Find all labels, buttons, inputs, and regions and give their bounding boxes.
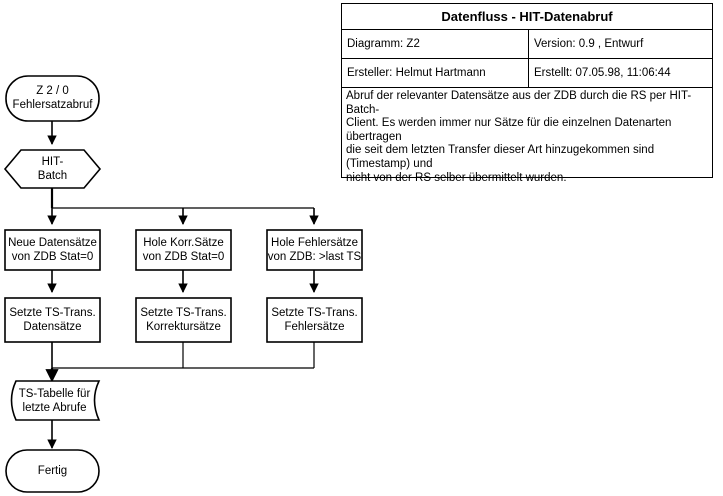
- node-hexagon-hit-batch[interactable]: [3, 149, 102, 189]
- legend-cell-erstellt: Erstellt: 07.05.98, 11:06:44: [534, 67, 671, 79]
- node-setze-ts-trans-fehlersaetze[interactable]: [266, 297, 363, 343]
- node-start-fehlersatzabruf[interactable]: [5, 75, 100, 122]
- node-end-fertig[interactable]: [5, 449, 100, 493]
- node-fetch-neue-datensaetze[interactable]: [4, 229, 101, 271]
- legend-description-line4: nicht von der RS selber übermittelt wurd…: [346, 171, 567, 184]
- node-fetch-hole-korr-saetze[interactable]: [135, 229, 232, 271]
- node-store-ts-tabelle[interactable]: [10, 380, 101, 421]
- legend-cell-diagramm: Diagramm: Z2: [342, 30, 529, 58]
- legend-description-line3: die seit dem letzten Transfer dieser Art…: [346, 144, 655, 170]
- node-setze-ts-trans-korrektursaetze[interactable]: [135, 297, 232, 343]
- node-fetch-hole-fehlersaetze[interactable]: [266, 229, 363, 271]
- node-setze-ts-trans-datensaetze[interactable]: [4, 297, 101, 343]
- legend-description: Abruf der relevanter Datensätze aus der …: [342, 88, 712, 184]
- legend-row-diagramm: Diagramm: Z2 Version: 0.9 , Entwurf: [342, 30, 712, 59]
- legend-cell-ersteller: Ersteller: Helmut Hartmann: [342, 59, 529, 87]
- legend-cell-version: Version: 0.9 , Entwurf: [534, 38, 644, 50]
- legend-row-ersteller: Ersteller: Helmut Hartmann Erstellt: 07.…: [342, 59, 712, 88]
- connector-group: [45, 121, 319, 449]
- legend-description-line1: Abruf der relevanter Datensätze aus der …: [346, 90, 692, 116]
- legend-description-line2: Client. Es werden immer nur Sätze für di…: [346, 117, 672, 143]
- legend-title-row: Datenfluss - HIT-Datenabruf: [342, 4, 712, 30]
- legend-table: Datenfluss - HIT-Datenabruf Diagramm: Z2…: [341, 3, 713, 184]
- legend-title: Datenfluss - HIT-Datenabruf: [441, 9, 613, 24]
